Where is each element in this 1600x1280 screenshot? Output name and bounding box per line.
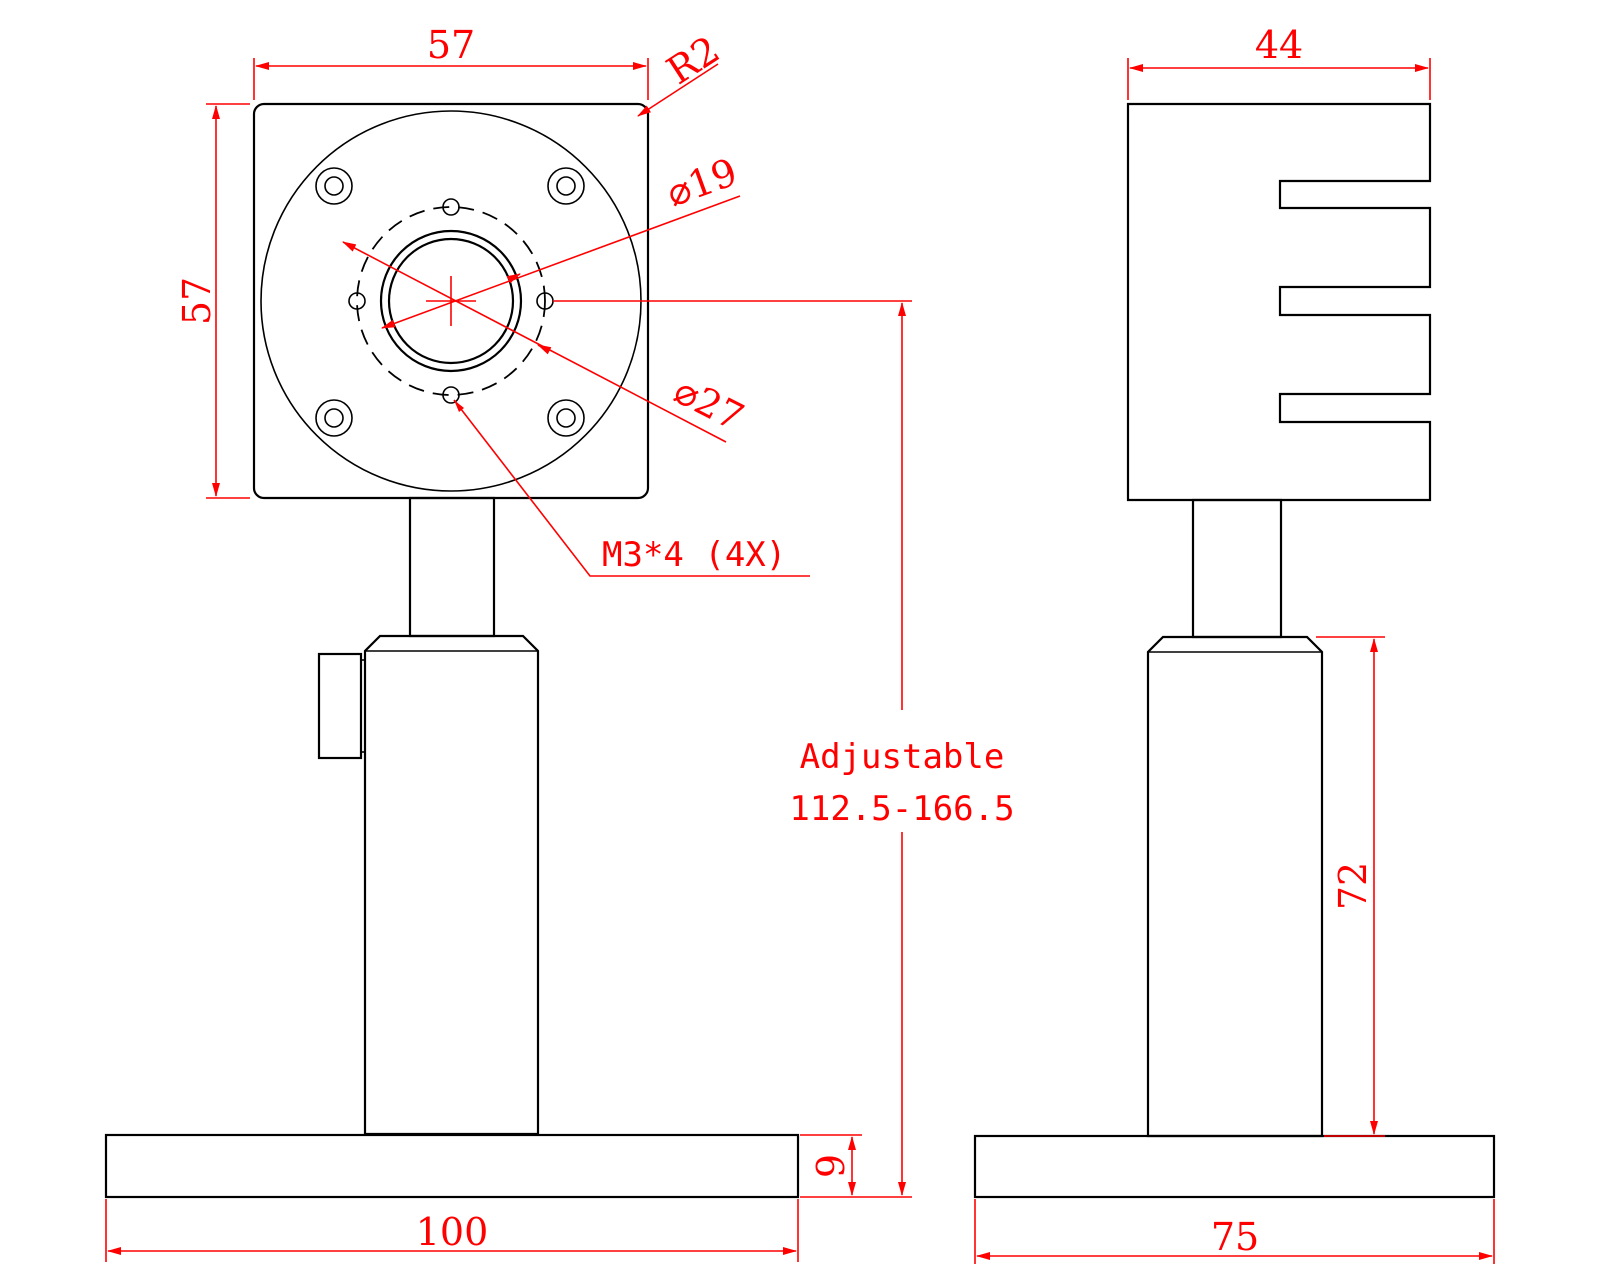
side-base	[973, 1134, 1496, 1199]
dim-base-thickness: 9	[809, 1154, 853, 1178]
front-base	[104, 1133, 800, 1199]
dim-side-width: 44	[1255, 23, 1303, 67]
front-view	[104, 102, 800, 1199]
dimension-annotations: 57 R2 57 ⌀19 ⌀27 M3*4 (4X) Adjustable 11…	[105, 23, 1495, 1264]
dim-thread: M3*4 (4X)	[602, 535, 786, 575]
dim-base-width-side: 75	[1211, 1215, 1259, 1259]
dim-height: 57	[175, 277, 219, 325]
dim-corner-radius: R2	[659, 27, 727, 93]
dim-bore-outer: ⌀27	[667, 368, 750, 440]
dim-bore-inner: ⌀19	[661, 150, 743, 216]
dim-adjust-label: Adjustable	[800, 737, 1005, 777]
side-upper-post	[1191, 498, 1283, 639]
upper-post	[408, 496, 496, 638]
bore-outer	[379, 229, 523, 373]
dim-top-width: 57	[427, 23, 475, 67]
thumbscrew	[317, 652, 363, 760]
bolt-circle	[356, 206, 546, 396]
m3-holes	[348, 198, 554, 404]
side-post-holder	[1146, 635, 1324, 1138]
side-view	[973, 102, 1496, 1199]
mounting-screws	[315, 167, 585, 437]
post-holder	[363, 634, 540, 1136]
side-mount	[1126, 102, 1432, 502]
dim-base-width-front: 100	[416, 1210, 489, 1254]
dim-post-height: 72	[1331, 862, 1375, 910]
bore-inner	[387, 237, 515, 365]
dim-adjust-range: 112.5-166.5	[789, 789, 1014, 829]
